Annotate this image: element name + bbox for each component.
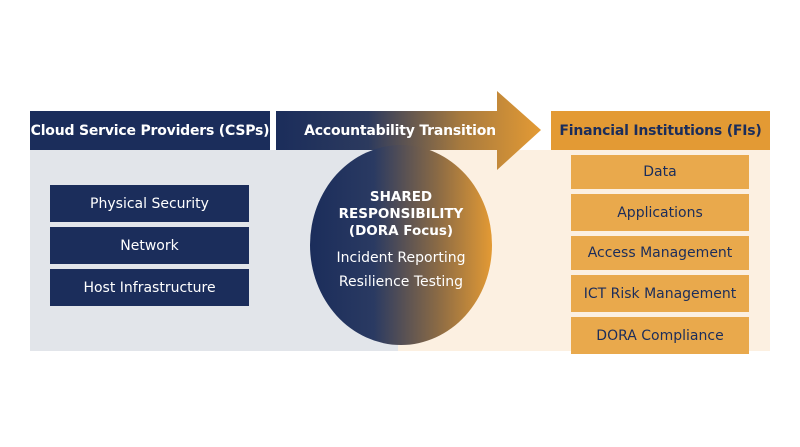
fi-item-data: Data bbox=[571, 155, 749, 189]
transition-header: Accountability Transition bbox=[276, 111, 524, 150]
fi-item-ict-risk-management: ICT Risk Management bbox=[571, 275, 749, 312]
csp-item-network: Network bbox=[50, 227, 249, 264]
transition-header-label: Accountability Transition bbox=[304, 122, 496, 139]
fi-item-dora-compliance: DORA Compliance bbox=[571, 317, 749, 354]
fi-header-label: Financial Institutions (FIs) bbox=[559, 122, 762, 139]
shared-title-line3: (DORA Focus) bbox=[348, 223, 454, 239]
shared-title-line2: RESPONSIBILITY bbox=[338, 206, 464, 222]
csp-item-host-infrastructure: Host Infrastructure bbox=[50, 269, 249, 306]
csp-header: Cloud Service Providers (CSPs) bbox=[30, 111, 270, 150]
shared-item-resilience-testing: Resilience Testing bbox=[338, 274, 464, 290]
fi-item-access-management: Access Management bbox=[571, 236, 749, 270]
shared-title-line1: SHARED bbox=[369, 189, 433, 205]
csp-header-label: Cloud Service Providers (CSPs) bbox=[30, 122, 270, 139]
fi-item-applications: Applications bbox=[571, 194, 749, 231]
csp-items: Physical Security Network Host Infrastru… bbox=[50, 185, 249, 311]
shared-responsibility-title: SHARED RESPONSIBILITY (DORA Focus) bbox=[339, 189, 464, 240]
shared-responsibility-circle: SHARED RESPONSIBILITY (DORA Focus) Incid… bbox=[310, 145, 492, 345]
fi-header: Financial Institutions (FIs) bbox=[551, 111, 770, 150]
shared-item-incident-reporting: Incident Reporting bbox=[336, 250, 466, 266]
csp-item-physical-security: Physical Security bbox=[50, 185, 249, 222]
fi-items: Data Applications Access Management ICT … bbox=[571, 155, 749, 359]
